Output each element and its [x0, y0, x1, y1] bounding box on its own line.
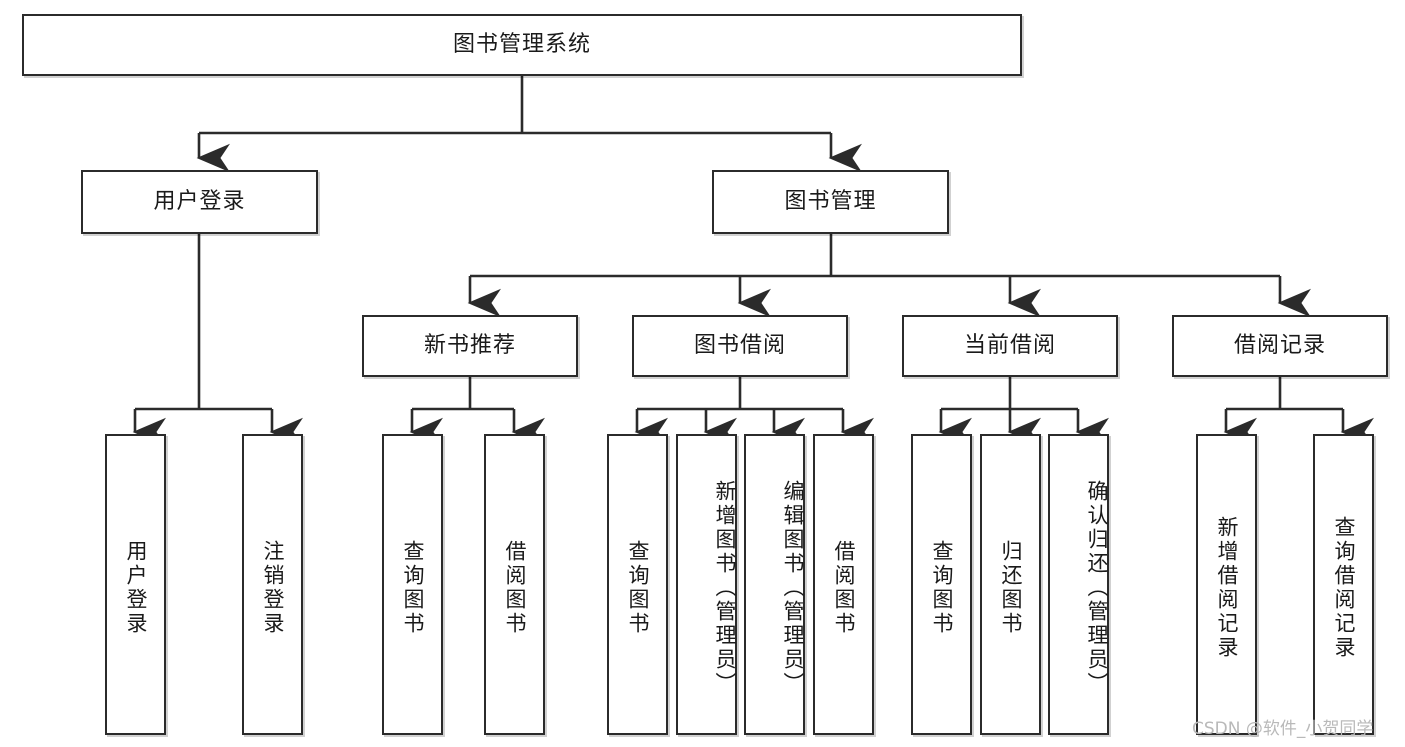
leaf-query-book-1-label: 查询图书 [401, 539, 425, 636]
node-book-manage[interactable]: 图书管理 [712, 170, 949, 234]
leaf-borrow-book-1-label: 借阅图书 [503, 539, 527, 636]
leaf-user-logout-label: 注销登录 [261, 539, 285, 636]
leaf-query-book-3-label: 查询图书 [930, 539, 954, 636]
leaf-edit-book[interactable]: 编辑图书（管理员） [744, 434, 805, 735]
leaf-borrow-book-1[interactable]: 借阅图书 [484, 434, 545, 735]
leaf-query-book-3[interactable]: 查询图书 [911, 434, 972, 735]
node-new-book-rec-label: 新书推荐 [423, 333, 516, 358]
leaf-user-logout[interactable]: 注销登录 [242, 434, 303, 735]
node-book-manage-label: 图书管理 [784, 189, 877, 214]
node-borrow-record[interactable]: 借阅记录 [1172, 315, 1388, 377]
leaf-query-book-2[interactable]: 查询图书 [607, 434, 668, 735]
node-root-label: 图书管理系统 [452, 32, 591, 57]
leaf-add-book[interactable]: 新增图书（管理员） [676, 434, 737, 735]
node-new-book-rec[interactable]: 新书推荐 [362, 315, 578, 377]
leaf-confirm-return-label: 确认归还（管理员） [1085, 479, 1109, 696]
leaf-return-book-label: 归还图书 [999, 539, 1023, 636]
node-current-borrow-label: 当前借阅 [963, 333, 1056, 358]
node-user-login[interactable]: 用户登录 [81, 170, 318, 234]
leaf-confirm-return[interactable]: 确认归还（管理员） [1048, 434, 1109, 735]
leaf-query-record[interactable]: 查询借阅记录 [1313, 434, 1374, 735]
leaf-add-book-label: 新增图书（管理员） [713, 479, 737, 696]
leaf-return-book[interactable]: 归还图书 [980, 434, 1041, 735]
node-borrow-record-label: 借阅记录 [1233, 333, 1326, 358]
leaf-query-book-2-label: 查询图书 [626, 539, 650, 636]
leaf-add-record[interactable]: 新增借阅记录 [1196, 434, 1257, 735]
node-current-borrow[interactable]: 当前借阅 [902, 315, 1118, 377]
leaf-borrow-book-2[interactable]: 借阅图书 [813, 434, 874, 735]
leaf-user-login-label: 用户登录 [124, 539, 148, 636]
node-user-login-label: 用户登录 [153, 189, 246, 214]
leaf-user-login[interactable]: 用户登录 [105, 434, 166, 735]
leaf-borrow-book-2-label: 借阅图书 [832, 539, 856, 636]
leaf-query-book-1[interactable]: 查询图书 [382, 434, 443, 735]
node-book-borrow-label: 图书借阅 [693, 333, 786, 358]
node-book-borrow[interactable]: 图书借阅 [632, 315, 848, 377]
node-root[interactable]: 图书管理系统 [22, 14, 1022, 76]
leaf-edit-book-label: 编辑图书（管理员） [781, 479, 805, 696]
leaf-query-record-label: 查询借阅记录 [1332, 515, 1356, 660]
leaf-add-record-label: 新增借阅记录 [1215, 515, 1239, 660]
